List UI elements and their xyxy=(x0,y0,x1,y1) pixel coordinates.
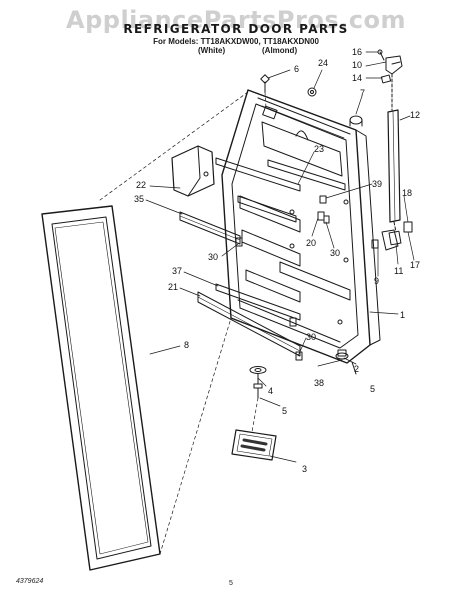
callout-10: 10 xyxy=(352,60,362,70)
variant-almond-label: (Almond) xyxy=(262,46,298,55)
callout-23: 23 xyxy=(314,144,324,154)
callout-4: 4 xyxy=(268,386,273,396)
callout-17: 17 xyxy=(410,260,420,270)
models-line: For Models: TT18AKXDW00, TT18AKXDN00 xyxy=(153,37,319,46)
callout-labels: 6 24 16 10 14 7 12 23 39 22 35 18 20 30 … xyxy=(134,47,420,474)
leader-lines xyxy=(145,51,415,463)
callout-18: 18 xyxy=(402,188,412,198)
document-number: 4379624 xyxy=(16,578,44,585)
callout-3: 3 xyxy=(302,464,307,474)
callout-38: 38 xyxy=(314,378,324,388)
small-hardware-drawing xyxy=(235,74,363,399)
callout-21: 21 xyxy=(168,282,178,292)
callout-24: 24 xyxy=(318,58,328,68)
callout-2: 2 xyxy=(354,364,359,374)
callout-30-right: 30 xyxy=(330,248,340,258)
handle-assembly-drawing xyxy=(371,49,413,251)
dairy-door-drawing xyxy=(171,145,215,197)
callout-5-bottom: 5 xyxy=(282,406,287,416)
door-liner-drawing xyxy=(221,89,381,364)
callout-16: 16 xyxy=(352,47,362,57)
callout-30-left: 30 xyxy=(208,252,218,262)
door-gasket-drawing xyxy=(41,205,161,571)
callout-30-bottom: 30 xyxy=(306,332,316,342)
diagram-title: REFRIGERATOR DOOR PARTS xyxy=(123,22,349,36)
callout-12: 12 xyxy=(410,110,420,120)
variant-white-label: (White) xyxy=(198,46,226,55)
callout-14: 14 xyxy=(352,73,362,83)
page-number: 5 xyxy=(229,580,233,587)
callout-6: 6 xyxy=(294,64,299,74)
callout-5-right: 5 xyxy=(370,384,375,394)
callout-1: 1 xyxy=(400,310,405,320)
callout-8: 8 xyxy=(184,340,189,350)
callout-11: 11 xyxy=(394,266,403,276)
callout-37: 37 xyxy=(172,266,182,276)
guide-lines xyxy=(99,91,267,555)
callout-39: 39 xyxy=(372,179,382,189)
callout-7: 7 xyxy=(360,88,365,98)
shelf-bars-drawing xyxy=(179,157,346,357)
callout-9: 9 xyxy=(374,276,379,286)
nameplate-drawing xyxy=(231,429,277,461)
watermark: AppliancePartsPros.com xyxy=(66,6,406,34)
callout-22: 22 xyxy=(136,180,146,190)
callout-35: 35 xyxy=(134,194,144,204)
callout-20: 20 xyxy=(306,238,316,248)
